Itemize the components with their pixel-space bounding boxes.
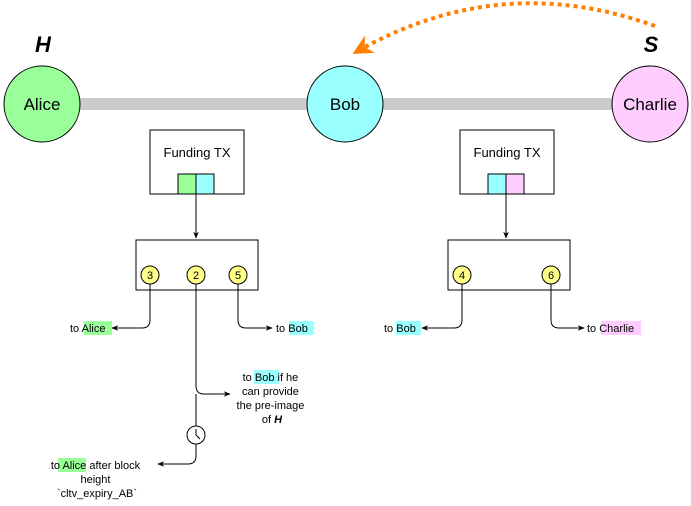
node-charlie-label: Charlie [623, 95, 677, 114]
node-charlie: Charlie [611, 65, 689, 143]
right-funding-input-charlie [505, 173, 525, 195]
bob-highlight [289, 321, 314, 335]
arrow-output4-to-bob [421, 284, 463, 331]
output-circle: 5 [228, 265, 248, 285]
clock-icon [186, 425, 206, 445]
bob-highlight [254, 370, 279, 384]
node-bob-label: Bob [330, 95, 360, 114]
svg-text:3: 3 [147, 270, 153, 282]
node-alice: Alice [3, 65, 81, 143]
node-bob: Bob [306, 65, 384, 143]
arrow-output2-to-bob-preimage [195, 284, 231, 397]
secret-reveal-arrow [352, 1, 656, 54]
svg-text:5: 5 [235, 270, 241, 282]
right-commitment-tx: 4 6 [447, 239, 571, 291]
htlc-success-label: to Bob if he can provide the pre-image o… [237, 372, 308, 426]
output-circle: 3 [140, 265, 160, 285]
svg-text:4: 4 [459, 270, 465, 282]
hash-marker: H [35, 32, 52, 57]
output-circle: 4 [452, 265, 472, 285]
left-to-alice-label: to Alice [70, 323, 105, 335]
bob-highlight [396, 321, 421, 335]
arrow-output3-to-alice [111, 284, 151, 331]
arrow-output5-to-bob [237, 284, 273, 331]
left-to-bob-label: to Bob [276, 323, 308, 335]
right-funding-tx: Funding TX [459, 129, 555, 195]
left-funding-tx: Funding TX [149, 129, 245, 195]
arrow-output6-to-charlie [550, 284, 585, 331]
svg-text:2: 2 [193, 270, 199, 282]
right-funding-input-bob [487, 173, 507, 195]
right-to-bob-label: to Bob [384, 323, 416, 335]
svg-text:6: 6 [548, 270, 554, 282]
left-commitment-tx: 3 2 5 [135, 239, 259, 291]
right-to-charlie-label: to Charlie [587, 323, 634, 335]
channel-bob-charlie [382, 98, 614, 110]
channel-alice-bob [80, 98, 310, 110]
right-funding-label: Funding TX [474, 145, 541, 160]
node-alice-label: Alice [24, 95, 61, 114]
output-circle: 6 [541, 265, 561, 285]
output-circle: 2 [186, 265, 206, 285]
left-funding-label: Funding TX [164, 145, 231, 160]
left-funding-input-alice [177, 173, 197, 195]
left-funding-input-bob [195, 173, 215, 195]
charlie-highlight [601, 321, 641, 335]
alice-highlight [58, 458, 86, 472]
arrow-timeout-to-alice [157, 444, 197, 467]
alice-highlight [84, 321, 112, 335]
htlc-timeout-label: to Alice after block height `cltv_expiry… [51, 460, 143, 500]
secret-marker: S [644, 32, 659, 57]
